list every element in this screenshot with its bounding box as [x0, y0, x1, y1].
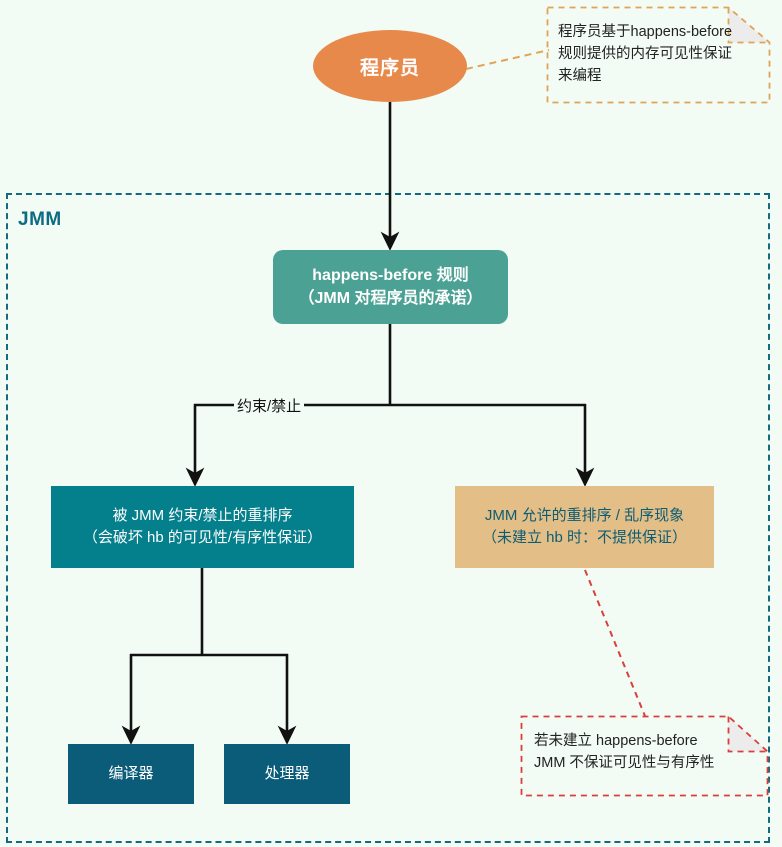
node-happens-before-rules[interactable]: happens-before 规则 （JMM 对程序员的承诺） [273, 250, 508, 324]
node-allowed-line1: JMM 允许的重排序 / 乱序现象 [484, 507, 685, 525]
node-happens-before-line1: happens-before 规则 [312, 266, 469, 284]
callout-warning-line1: 若未建立 happens-before [534, 733, 698, 749]
node-programmer[interactable]: 程序员 [313, 30, 467, 102]
callout-warning-text: 若未建立 happens-before JMM 不保证可见性与有序性 [534, 731, 714, 775]
node-compiler[interactable]: 编译器 [68, 744, 194, 804]
node-processor-label: 处理器 [264, 765, 310, 783]
node-restricted-line2: （会破坏 hb 的可见性/有序性保证） [82, 529, 323, 546]
node-restricted-line1: 被 JMM 约束/禁止的重排序 [112, 507, 293, 525]
leader-line-note [465, 49, 550, 70]
node-compiler-label: 编译器 [108, 765, 154, 783]
node-happens-before-line2: （JMM 对程序员的承诺） [298, 290, 483, 307]
callout-warning-line2: JMM 不保证可见性与有序性 [534, 754, 715, 771]
callout-programmer-note-text: 程序员基于happens-before 规则提供的内存可见性保证 来编程 [558, 22, 732, 87]
callout-note-line2: 规则提供的内存可见性保证 [558, 45, 732, 62]
node-processor[interactable]: 处理器 [224, 744, 350, 804]
callout-no-happens-before-warning: 若未建立 happens-before JMM 不保证可见性与有序性 [520, 715, 770, 797]
node-allowed-reordering[interactable]: JMM 允许的重排序 / 乱序现象 （未建立 hb 时：不提供保证） [455, 486, 714, 568]
jmm-boundary-container [6, 193, 770, 843]
callout-note-line1: 程序员基于happens-before [558, 24, 733, 40]
edge-label-constrain-forbid: 约束/禁止 [234, 395, 305, 416]
node-programmer-label: 程序员 [359, 57, 420, 79]
callout-programmer-note: 程序员基于happens-before 规则提供的内存可见性保证 来编程 [546, 6, 776, 104]
callout-note-line3: 来编程 [558, 67, 602, 84]
node-restricted-reordering[interactable]: 被 JMM 约束/禁止的重排序 （会破坏 hb 的可见性/有序性保证） [51, 486, 354, 568]
jmm-boundary-label: JMM [18, 209, 62, 230]
node-allowed-line2: （未建立 hb 时：不提供保证） [481, 529, 688, 546]
